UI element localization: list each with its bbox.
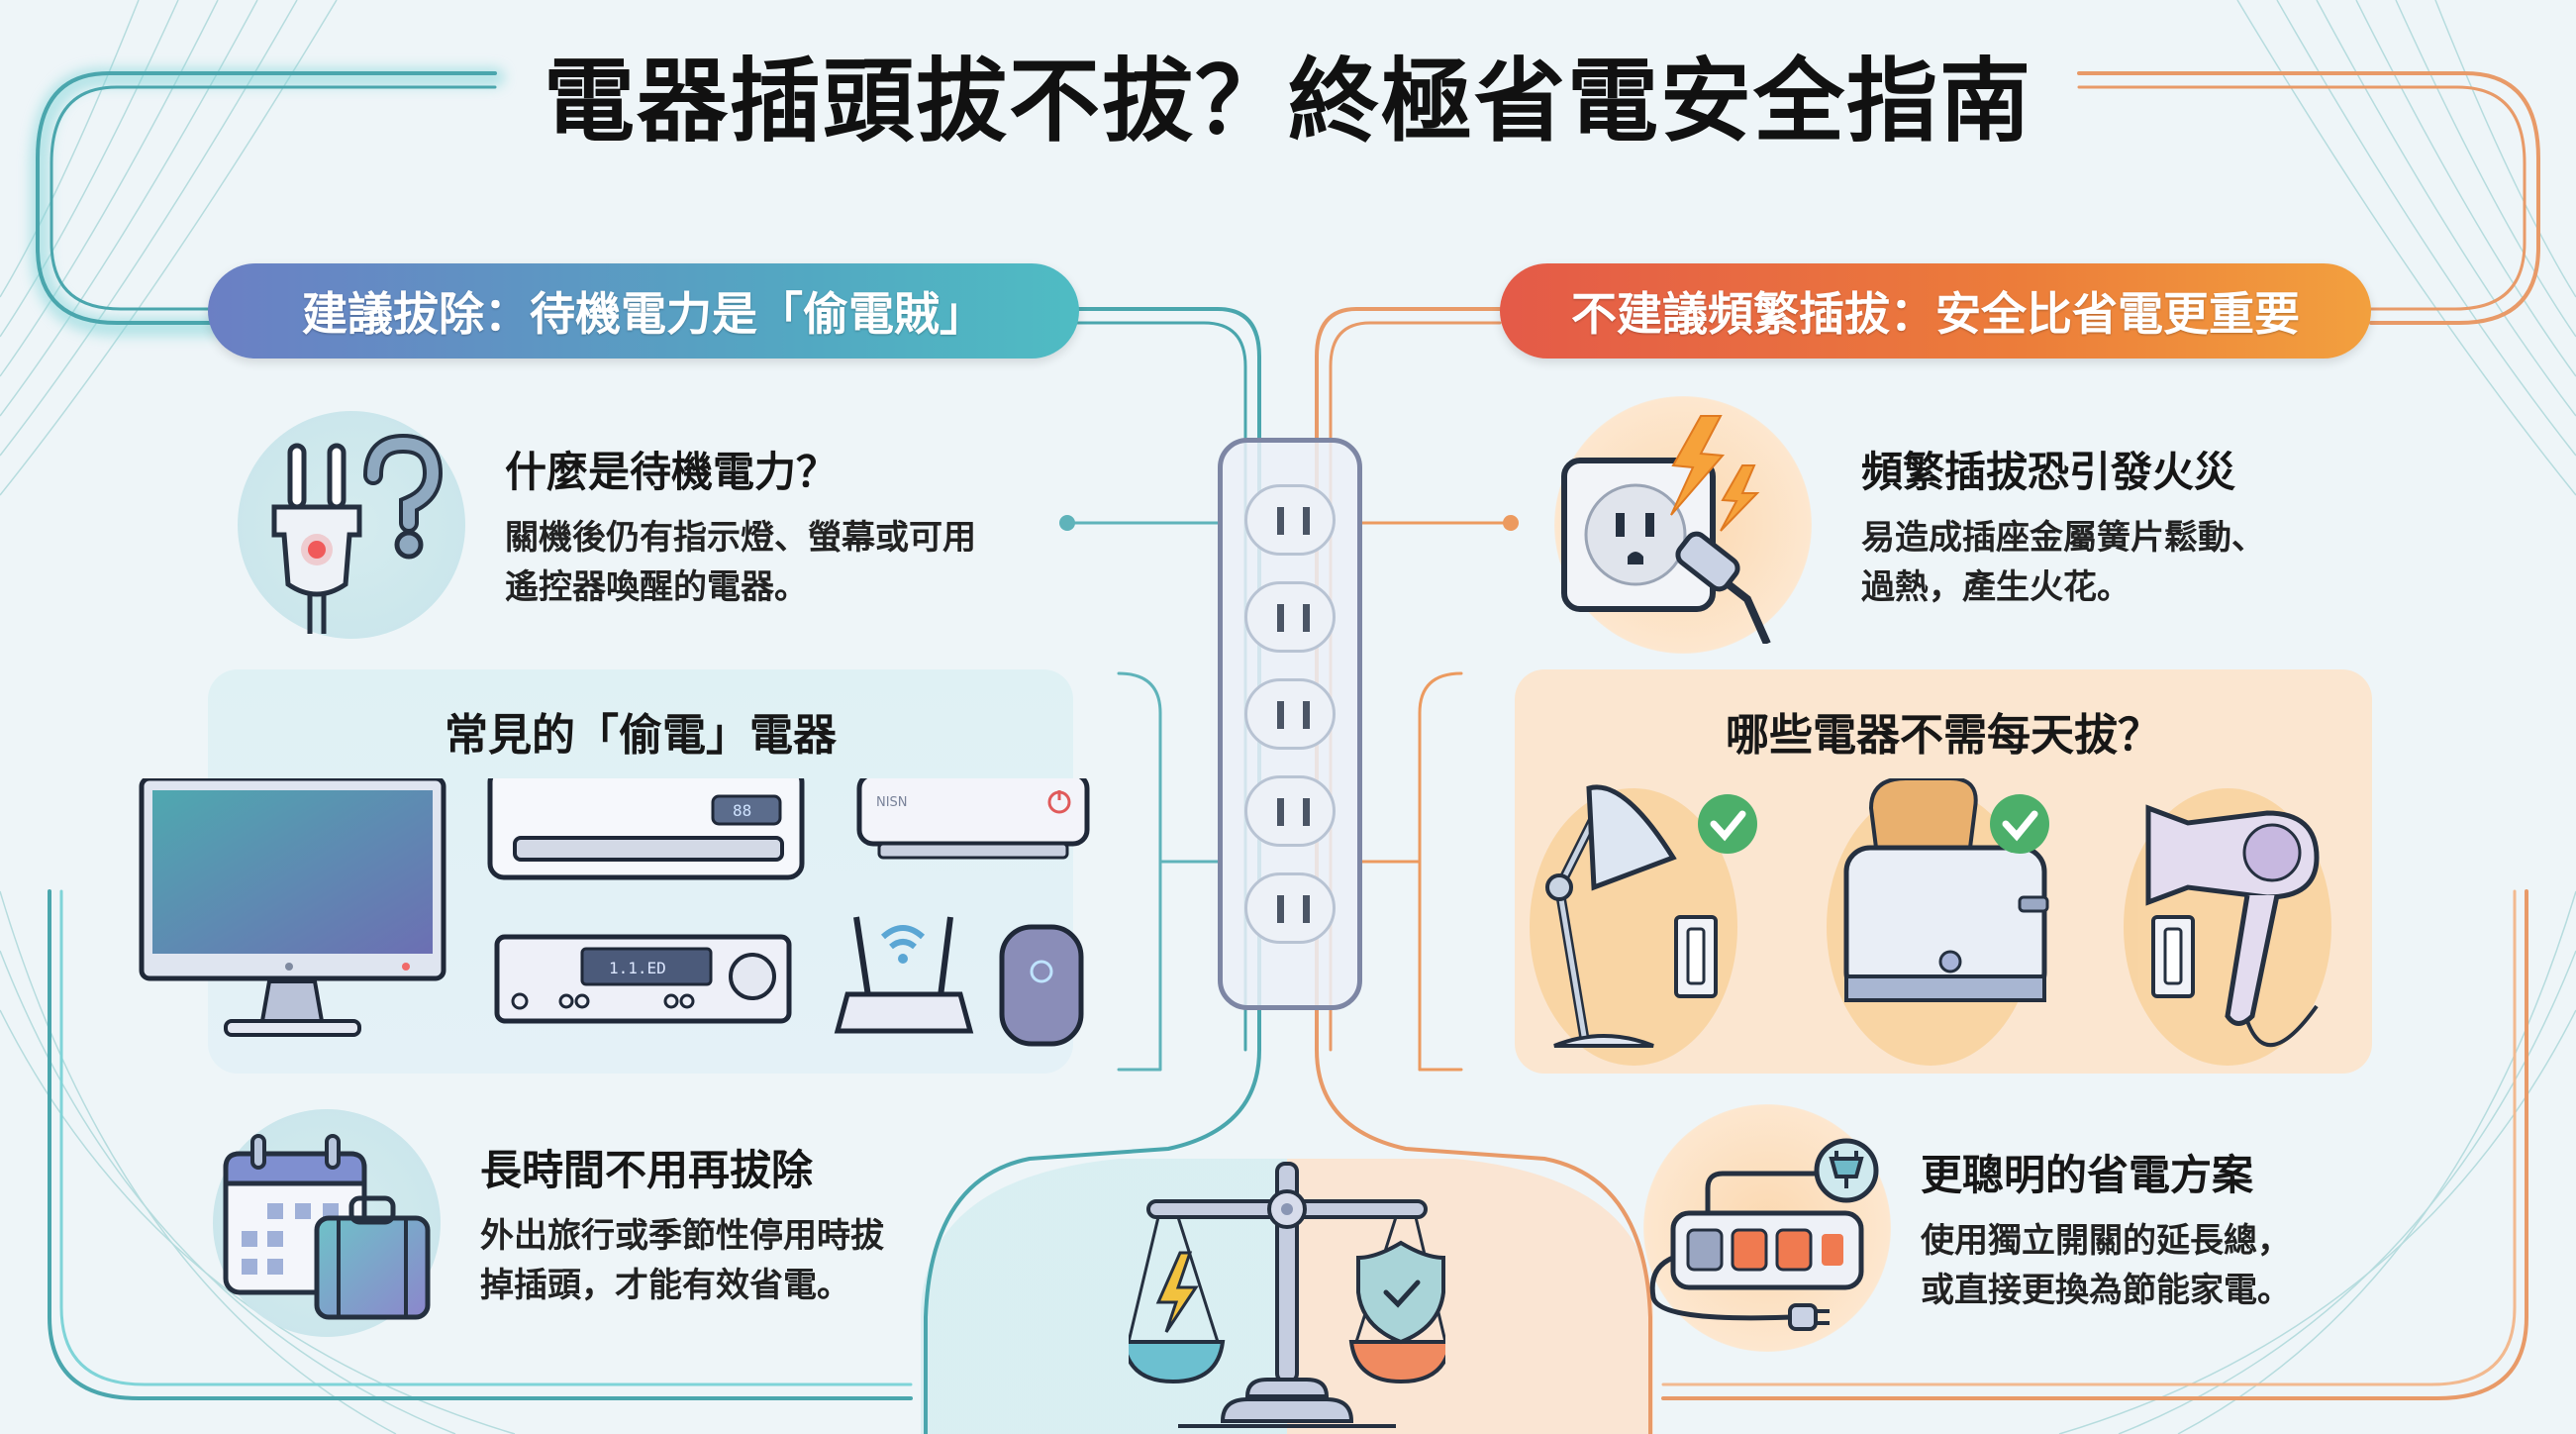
- section-header-unplug: 建議拔除：待機電力是「偷電賊」: [208, 263, 1079, 358]
- long-time-unplug-item: 長時間不用再拔除 外出旅行或季節性停用時拔 掉插頭，才能有效省電。: [213, 1109, 884, 1337]
- no-daily-unplug-panel: 哪些電器不需每天拔？: [1515, 669, 2372, 1074]
- standby-desc-1: 關機後仍有指示燈、螢幕或可用: [505, 517, 976, 558]
- svg-text:1.1.ED: 1.1.ED: [609, 959, 666, 977]
- lightning-icon: [1155, 1251, 1199, 1333]
- outlet-icon: [1244, 775, 1336, 847]
- smart-saving-item: 更聰明的省電方案 使用獨立開關的延長總， 或直接更換為節能家電。: [1643, 1104, 2291, 1352]
- smart-saving-desc-2: 或直接更換為節能家電。: [1921, 1270, 2291, 1310]
- outlet-icon: [1244, 678, 1336, 750]
- page-title: 電器插頭拔不拔？終極省電安全指南: [543, 49, 2032, 154]
- device-illustrations: 88 NISN 1.1.ED: [139, 778, 1090, 1047]
- fire-risk-title: 頻繁插拔恐引發火災: [1861, 447, 2236, 496]
- smart-saving-title: 更聰明的省電方案: [1921, 1150, 2254, 1199]
- plug-question-icon: [238, 411, 465, 639]
- set-top-box-icon: NISN: [856, 778, 1090, 860]
- common-standby-devices-panel: 常見的「偷電」電器 88 NISN 1.1.ED: [139, 669, 1090, 1074]
- long-time-title: 長時間不用再拔除: [480, 1145, 814, 1194]
- calendar-suitcase-icon: [213, 1109, 441, 1337]
- long-time-desc-2: 掉插頭，才能有效省電。: [480, 1265, 850, 1305]
- long-time-desc-1: 外出旅行或季節性停用時拔: [480, 1215, 884, 1256]
- standby-title: 什麼是待機電力？: [505, 447, 839, 496]
- fire-risk-item: 頻繁插拔恐引發火災 易造成插座金屬簧片鬆動、 過熱，產生火花。: [1554, 396, 2265, 654]
- ac-display: 88: [733, 801, 751, 820]
- sparking-outlet-icon: [1554, 396, 1812, 654]
- smart-saving-desc-1: 使用獨立開關的延長總，: [1921, 1220, 2291, 1261]
- hair-dryer-icon: [2145, 804, 2320, 1048]
- svg-text:NISN: NISN: [876, 795, 908, 810]
- fire-risk-desc-1: 易造成插座金屬簧片鬆動、: [1861, 517, 2265, 558]
- check-icon: [1698, 794, 1757, 854]
- outlet-icon: [1244, 872, 1336, 944]
- air-conditioner-icon: 88: [487, 778, 805, 880]
- panel-title: 哪些電器不需每天拔？: [1726, 710, 2161, 761]
- outlet-icon: [1244, 484, 1336, 556]
- section-header-dont-unplug: 不建議頻繁插拔：安全比省電更重要: [1500, 263, 2371, 358]
- wifi-router-icon: [834, 916, 974, 1034]
- switched-power-strip-icon: [1643, 1104, 1891, 1352]
- audio-receiver-icon: 1.1.ED: [494, 934, 792, 1024]
- power-strip-icon: [1218, 438, 1362, 1010]
- desk-lamp-icon: [1545, 784, 1718, 1048]
- toaster-icon: [1843, 778, 2049, 1002]
- standby-desc-2: 遙控器喚醒的電器。: [505, 566, 808, 607]
- appliance-illustrations: [1530, 778, 2331, 1066]
- balance-scale-icon: [1129, 1162, 1445, 1428]
- tv-monitor-icon: [139, 778, 446, 1037]
- outlet-icon: [1244, 581, 1336, 653]
- check-icon: [1990, 794, 2049, 854]
- shield-check-icon: [1356, 1240, 1445, 1345]
- fire-risk-desc-2: 過熱，產生火花。: [1861, 566, 2130, 607]
- standby-power-item: 什麼是待機電力？ 關機後仍有指示燈、螢幕或可用 遙控器喚醒的電器。: [238, 411, 976, 639]
- panel-title: 常見的「偷電」電器: [445, 710, 837, 761]
- connector-dot-left: [1059, 515, 1075, 531]
- connector-dot-right: [1503, 515, 1519, 531]
- smart-speaker-icon: [999, 924, 1084, 1047]
